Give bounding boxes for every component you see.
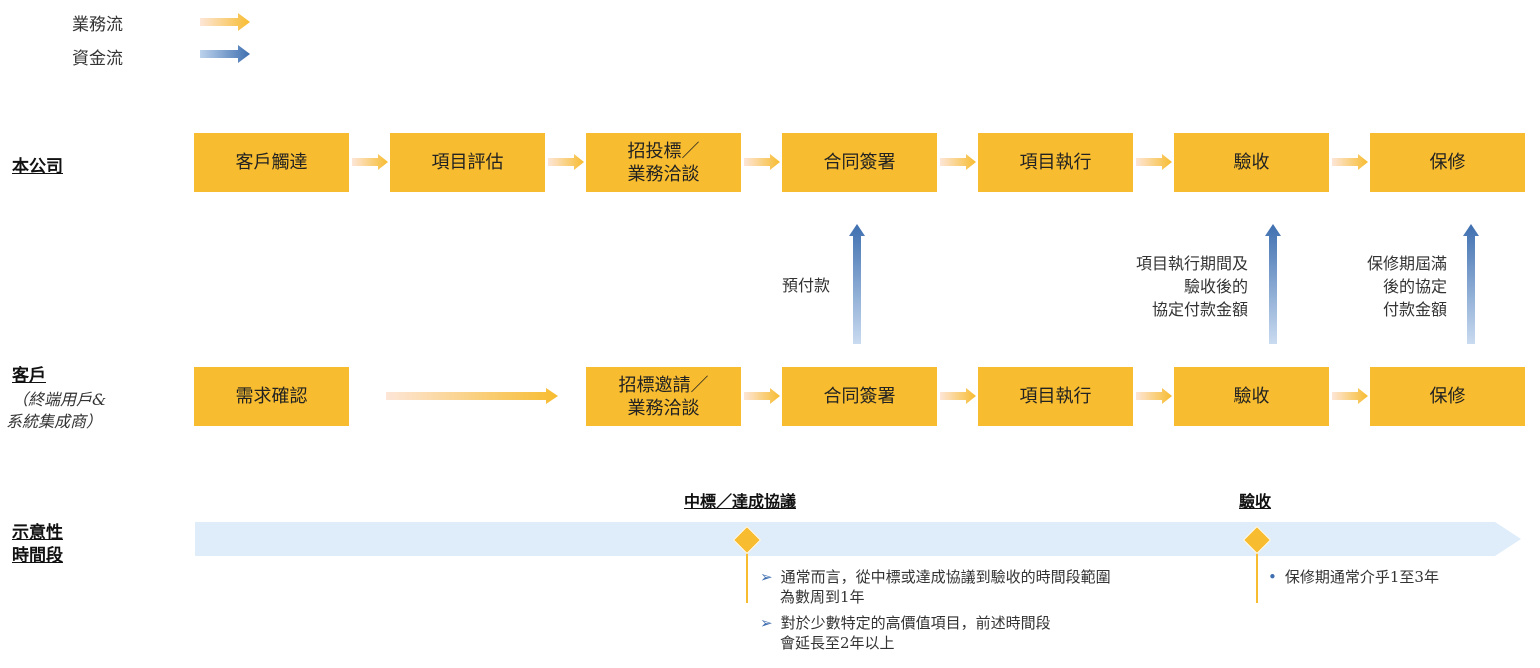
lane-label-client-sub-2: 系統集成商）: [6, 412, 103, 431]
lane-label-client-sub-1: （終端用戶&: [12, 390, 107, 409]
payment-line: 保修期屆滿: [1366, 254, 1447, 273]
note-line: 為數周到1年: [780, 588, 865, 606]
note-line: 對於少數特定的高價值項目，前述時間段: [780, 614, 1051, 632]
client-step-execution: 項目執行: [978, 367, 1133, 426]
company-step-bidding: 招投標／ 業務洽談: [586, 133, 741, 192]
arrow-bullet-icon: ➢: [760, 614, 773, 632]
dot-bullet-icon: •: [1268, 568, 1277, 586]
business-flow-arrow: [548, 154, 584, 170]
capital-flow-arrow-warranty: [1463, 224, 1479, 344]
note-bid-1: ➢ 通常而言，從中標或達成協議到驗收的時間段範圍 為數周到1年: [760, 567, 1200, 607]
client-step-tender: 招標邀請／ 業務洽談: [586, 367, 741, 426]
milestone-bid: 中標／達成協議: [684, 492, 797, 511]
milestone-line-bid: [746, 545, 748, 603]
company-step-label: 保修: [1429, 152, 1466, 173]
lane-label-timeline-2: 時間段: [12, 546, 63, 566]
business-flow-arrow: [940, 154, 976, 170]
milestone-acceptance: 驗收: [1239, 492, 1272, 511]
milestone-line-acceptance: [1256, 545, 1258, 603]
business-flow-arrow: [744, 154, 780, 170]
payment-line: 協定付款金額: [1151, 300, 1248, 319]
payment-line: 項目執行期間及: [1135, 254, 1248, 273]
payment-label-warranty: 保修期屆滿 後的協定 付款金額: [1300, 252, 1447, 321]
client-step-label: 合同簽署: [823, 386, 896, 407]
client-step-label: 需求確認: [235, 386, 308, 407]
company-step-acceptance: 驗收: [1174, 133, 1329, 192]
company-step-contract: 合同簽署: [782, 133, 937, 192]
payment-line: 後的協定: [1382, 277, 1447, 296]
company-step-label-line2: 業務洽談: [627, 163, 700, 185]
business-flow-arrow: [940, 388, 976, 404]
business-flow-arrow: [1332, 154, 1368, 170]
payment-label-advance: 預付款: [740, 274, 830, 297]
capital-flow-arrow-acceptance: [1265, 224, 1281, 344]
note-bid-2: ➢ 對於少數特定的高價值項目，前述時間段 會延長至2年以上: [760, 613, 1200, 653]
note-line: 通常而言，從中標或達成協議到驗收的時間段範圍: [780, 568, 1111, 586]
note-line: 會延長至2年以上: [780, 634, 895, 652]
legend-capital-flow-label: 資金流: [72, 49, 123, 69]
company-step-label: 項目執行: [1019, 152, 1092, 173]
company-step-warranty: 保修: [1370, 133, 1525, 192]
client-step-label: 驗收: [1233, 386, 1270, 407]
legend-business-flow-label: 業務流: [72, 15, 123, 35]
note-line: 保修期通常介乎1至3年: [1284, 568, 1439, 586]
lane-label-client: 客戶: [12, 366, 46, 386]
company-step-label: 項目評估: [431, 152, 504, 173]
capital-flow-arrow-advance: [849, 224, 865, 344]
client-step-label-line2: 業務洽談: [627, 397, 700, 419]
company-step-execution: 項目執行: [978, 133, 1133, 192]
client-step-contract: 合同簽署: [782, 367, 937, 426]
client-step-label: 保修: [1429, 386, 1466, 407]
legend-business-flow-arrow: [200, 13, 250, 31]
client-step-label: 項目執行: [1019, 386, 1092, 407]
business-flow-arrow: [1136, 154, 1172, 170]
payment-line: 驗收後的: [1183, 277, 1248, 296]
lane-label-timeline-1: 示意性: [12, 523, 63, 543]
company-step-reach: 客戶觸達: [194, 133, 349, 192]
business-flow-arrow: [744, 388, 780, 404]
timeline-bar: [195, 522, 1521, 556]
payment-line: 預付款: [781, 276, 830, 295]
payment-line: 付款金額: [1382, 300, 1447, 319]
business-flow-arrow-long: [386, 388, 558, 404]
client-step-warranty: 保修: [1370, 367, 1525, 426]
note-acceptance-1: • 保修期通常介乎1至3年: [1268, 567, 1508, 587]
arrow-bullet-icon: ➢: [760, 568, 773, 586]
company-step-evaluation: 項目評估: [390, 133, 545, 192]
client-step-requirement: 需求確認: [194, 367, 349, 426]
client-step-acceptance: 驗收: [1174, 367, 1329, 426]
lane-label-company: 本公司: [12, 157, 63, 177]
business-flow-arrow: [1332, 388, 1368, 404]
payment-label-acceptance: 項目執行期間及 驗收後的 協定付款金額: [1080, 252, 1248, 321]
business-flow-arrow: [352, 154, 388, 170]
company-step-label: 驗收: [1233, 152, 1270, 173]
company-step-label: 客戶觸達: [235, 152, 308, 173]
company-step-label-line1: 招投標／: [627, 140, 700, 162]
business-flow-arrow: [1136, 388, 1172, 404]
client-step-label-line1: 招標邀請／: [618, 374, 709, 396]
company-step-label: 合同簽署: [823, 152, 896, 173]
legend-capital-flow-arrow: [200, 45, 250, 63]
